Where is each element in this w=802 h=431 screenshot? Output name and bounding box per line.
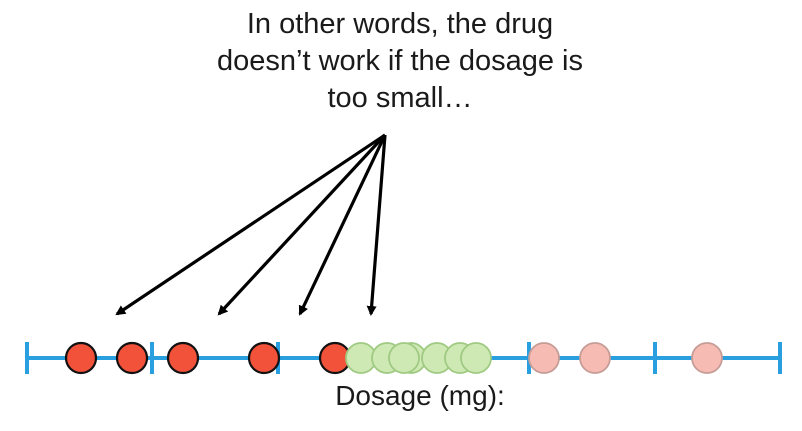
axis-label: Dosage (mg): [335,380,505,411]
points [64,341,723,375]
pointer-arrow [217,133,387,316]
annotation-line-3: too small… [327,82,473,114]
pointer-arrow [366,134,387,316]
faded-point [691,342,723,374]
annotation-line-1: In other words, the drug [246,8,554,40]
highlighted-point [64,341,98,375]
faded-point [528,342,560,374]
pointer-arrow [298,134,387,316]
annotation-line-2: doesn’t work if the dosage is [217,45,583,77]
pointer-arrow [115,133,386,316]
effective-point [460,342,492,374]
arrows [115,133,387,316]
highlighted-point [115,341,149,375]
highlighted-point [247,341,281,375]
annotation-text: In other words, the drug doesn’t work if… [150,6,650,117]
effective-point [388,342,420,374]
faded-point [579,342,611,374]
highlighted-point [166,341,200,375]
